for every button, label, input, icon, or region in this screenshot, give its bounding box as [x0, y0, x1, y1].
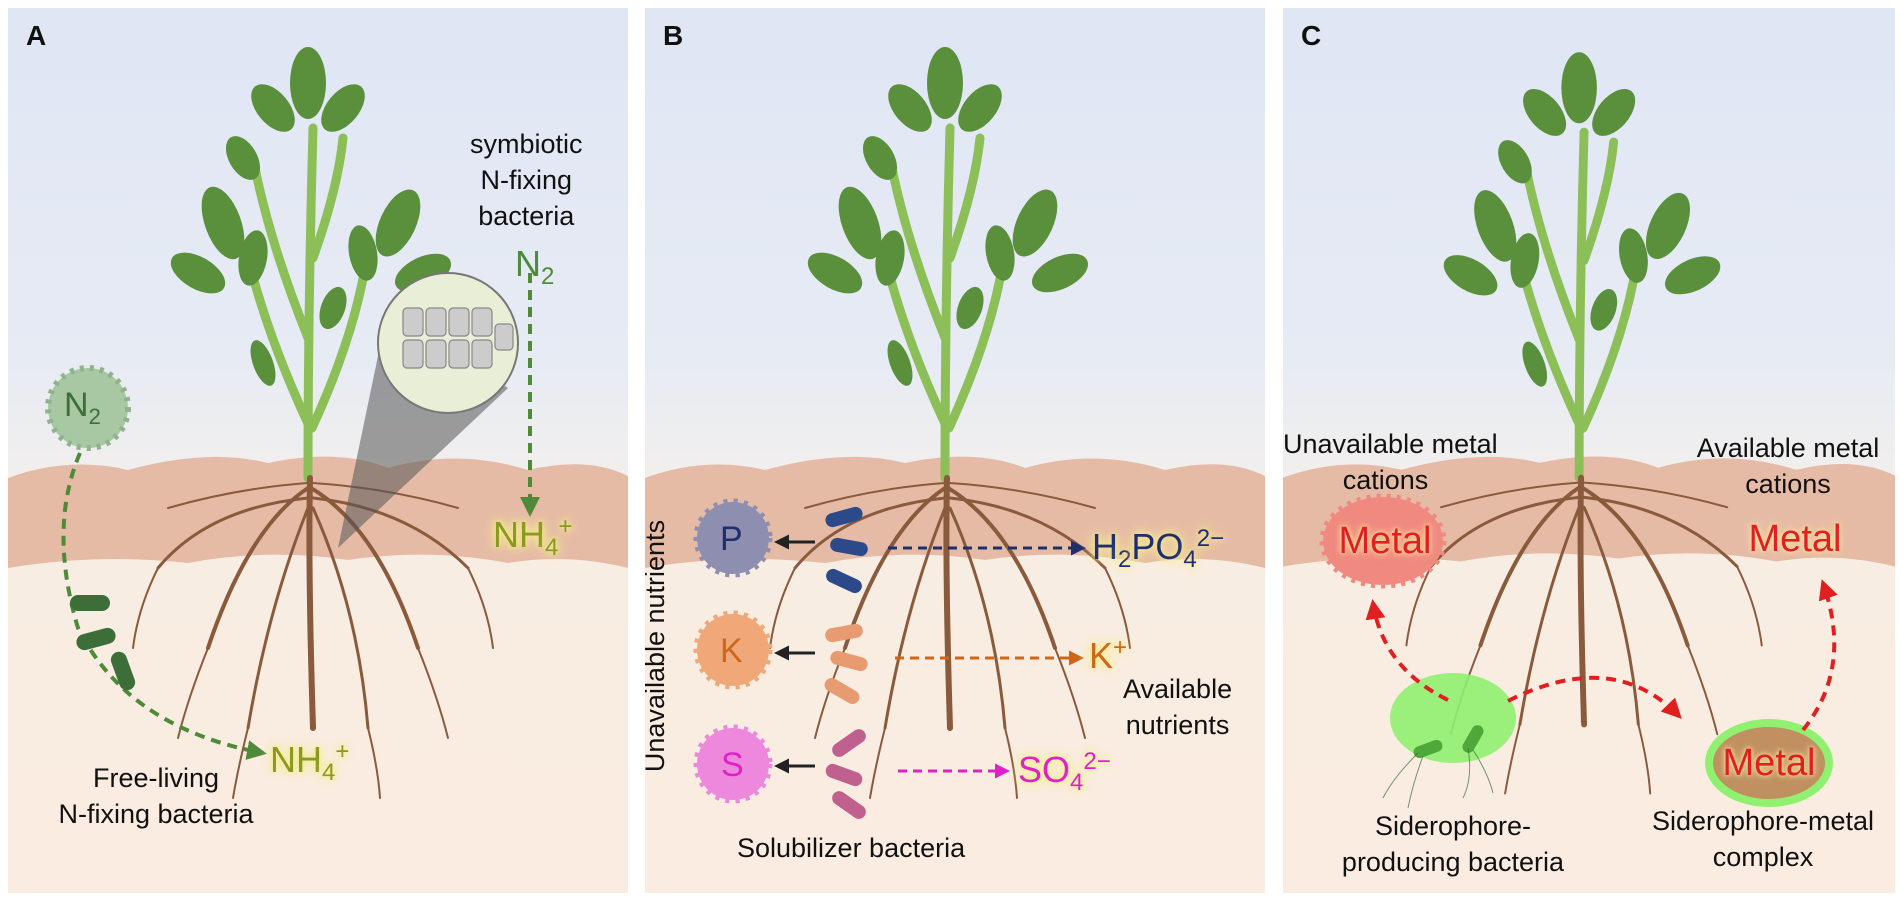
arrow-n2-to-nh4-bottom: [61, 452, 267, 760]
s-bubble: [693, 724, 773, 804]
unavail-metal-line-1: Unavailable metal: [1283, 429, 1498, 459]
nh4-top-sub: 4: [545, 534, 559, 562]
nh4-top-label: NH4+: [493, 513, 572, 562]
unavail-metal-line-2: cations: [1342, 465, 1429, 495]
nh4-bottom-symbol: NH: [270, 739, 322, 780]
potassium-bacteria: [824, 623, 868, 704]
avail-metal-line-2: cations: [1745, 469, 1831, 499]
panel-c: C Unavailable metal cations Available me…: [1283, 8, 1895, 893]
panel-a-illustration: [8, 8, 628, 893]
sulfur-bacteria: [825, 729, 866, 819]
k-ion-symbol: K: [1089, 635, 1114, 676]
available-line-1: Available: [1123, 674, 1233, 704]
n2-bubble-sub: 2: [88, 403, 101, 429]
siderophore-bacteria: [1413, 725, 1484, 759]
n2-bubble-symbol: N: [64, 386, 89, 424]
panel-letter-a: A: [26, 20, 47, 51]
arrow-to-metal-right: [1801, 579, 1838, 732]
siderophore-metal-complex: [1705, 719, 1833, 807]
phosphate-bacteria: [825, 506, 868, 594]
h2po4-po: PO: [1131, 526, 1184, 567]
nh4-bottom-sub: 4: [322, 759, 336, 787]
solubilizer-label: Solubilizer bacteria: [737, 833, 966, 863]
n2-top-label: N2: [515, 243, 554, 291]
free-living-line-1: Free-living: [92, 763, 220, 793]
nh4-bottom-label: NH4+: [270, 738, 349, 787]
metal-right-label: Metal: [1748, 518, 1842, 560]
symbiotic-line-2: N-fixing: [480, 165, 573, 195]
symbiotic-line-1: symbiotic: [470, 129, 583, 159]
bacteria-flagella: [1382, 747, 1494, 809]
so4-sup: 2−: [1083, 748, 1111, 775]
symbiotic-line-3: bacteria: [478, 201, 575, 231]
n2-top-sub: 2: [541, 263, 555, 291]
panel-letter-b: B: [663, 20, 684, 51]
panel-b-illustration: [645, 8, 1265, 819]
sidero-line-1: Siderophore-: [1374, 811, 1532, 841]
nodule-cells: [402, 307, 514, 369]
n2-bubble: [45, 365, 131, 451]
h2po4-sub2: 2: [1118, 546, 1132, 574]
k-ion-label: K+: [1089, 634, 1127, 677]
k-bubble: [693, 610, 773, 690]
free-living-bacteria: [70, 595, 136, 691]
h2po4-sub4: 4: [1183, 546, 1197, 574]
plant-c: [1283, 52, 1895, 793]
h2po4-h: H: [1092, 526, 1118, 567]
free-living-line-2: N-fixing bacteria: [58, 799, 254, 829]
panel-a: A symbiotic N-fixing bacteria N2 N2 NH4+…: [8, 8, 628, 893]
nh4-top-sup: +: [558, 513, 573, 540]
siderophore-complex-label: Siderophore-metal complex: [1633, 803, 1893, 875]
p-label: P: [720, 520, 743, 558]
so4-label: SO42−: [1018, 748, 1111, 797]
so4-sub: 4: [1070, 769, 1084, 797]
available-line-2: nutrients: [1125, 710, 1230, 740]
h2po4-sup: 2−: [1196, 525, 1225, 552]
free-living-label: Free-living N-fixing bacteria: [36, 760, 276, 832]
complex-line-2: complex: [1712, 842, 1814, 872]
available-metal-label: Available metal cations: [1688, 430, 1888, 502]
h2po4-label: H2PO42−: [1092, 525, 1224, 574]
k-label: K: [720, 632, 743, 670]
arrow-to-complex: [1507, 675, 1682, 719]
avail-metal-line-1: Available metal: [1696, 433, 1880, 463]
siderophore-producing-label: Siderophore- producing bacteria: [1318, 808, 1588, 880]
bacteria-cloud: [1390, 673, 1516, 763]
metal-left-label: Metal: [1338, 520, 1432, 562]
k-ion-sup: +: [1113, 634, 1128, 661]
symbiotic-label: symbiotic N-fixing bacteria: [470, 126, 583, 234]
n2-top-symbol: N: [515, 243, 541, 284]
panel-b: B Unavailable nutrients P K S H2PO42− K+…: [645, 8, 1265, 893]
so4-symbol: SO: [1018, 749, 1071, 790]
p-bubble: [693, 498, 773, 578]
panel-letter-c: C: [1301, 20, 1322, 51]
unavailable-metal-label: Unavailable metal cations: [1283, 426, 1498, 498]
s-label: S: [721, 746, 744, 784]
available-nutrients-label: Available nutrients: [1123, 671, 1232, 743]
complex-line-1: Siderophore-metal: [1651, 806, 1875, 836]
panel-c-illustration: [1283, 8, 1895, 809]
sidero-line-2: producing bacteria: [1341, 847, 1565, 877]
unavailable-nutrients-label: Unavailable nutrients: [645, 519, 670, 773]
nh4-bottom-sup: +: [335, 738, 350, 765]
nh4-top-symbol: NH: [493, 514, 545, 555]
n2-bubble-label: N2: [64, 386, 101, 430]
metal-left-bubble: [1319, 493, 1447, 589]
metal-complex-label: Metal: [1722, 742, 1816, 784]
